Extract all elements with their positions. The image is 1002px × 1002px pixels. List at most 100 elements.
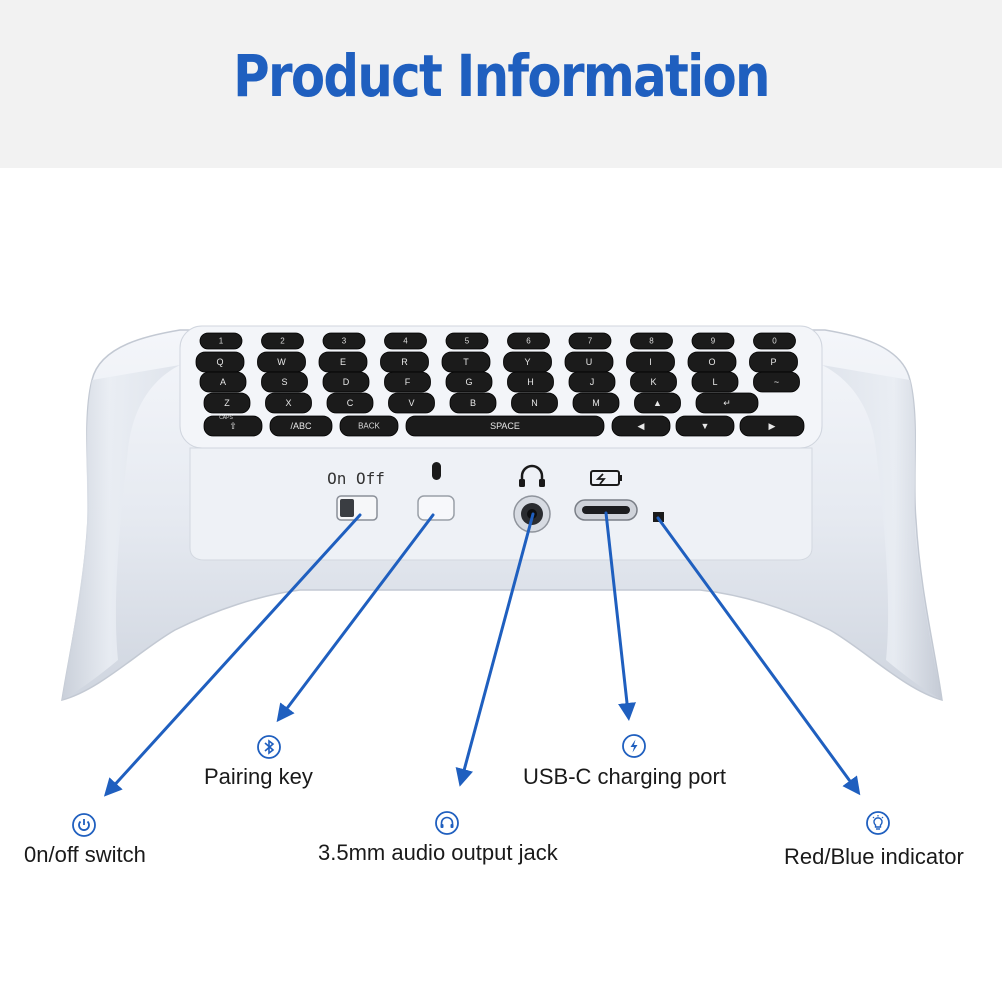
key-4[interactable]: 4: [384, 332, 427, 350]
key-label: A: [220, 377, 226, 387]
key-down[interactable]: ▼: [675, 415, 735, 437]
arrow-usbc: [604, 511, 636, 721]
key-label: Z: [224, 398, 230, 408]
key-label: 5: [465, 337, 470, 346]
arrow-audio: [455, 512, 535, 787]
key-label: U: [586, 357, 593, 367]
key-up[interactable]: ▲: [634, 392, 681, 414]
callout-arrows: [103, 511, 861, 797]
key-label: B: [470, 398, 476, 408]
key-t[interactable]: T: [441, 351, 491, 373]
key-g[interactable]: G: [445, 371, 493, 393]
key-5[interactable]: 5: [445, 332, 489, 350]
battery-symbol-icon: [590, 470, 622, 486]
callout-indicator-label: Red/Blue indicator: [784, 844, 964, 869]
key-c[interactable]: C: [326, 392, 374, 414]
pairing-symbol: [432, 462, 441, 480]
key-x[interactable]: X: [265, 392, 312, 414]
power-icon: [72, 813, 96, 837]
key-l[interactable]: L: [691, 371, 739, 393]
key-f[interactable]: F: [384, 371, 431, 393]
key-2[interactable]: 2: [261, 332, 304, 350]
key-p[interactable]: P: [749, 351, 798, 373]
key-y[interactable]: Y: [503, 351, 552, 373]
page-title: Product Information: [233, 42, 770, 110]
headphone-symbol-icon: [519, 464, 545, 487]
key-0[interactable]: 0: [753, 332, 796, 350]
key-e[interactable]: E: [318, 351, 368, 373]
key-label: 1: [219, 337, 224, 346]
key-m[interactable]: M: [572, 392, 620, 414]
lightbulb-icon: [866, 811, 890, 835]
key-label: P: [770, 357, 776, 367]
key-space[interactable]: SPACE: [405, 415, 605, 437]
key-i[interactable]: I: [626, 351, 675, 373]
key-label: 6: [526, 337, 531, 346]
key-6[interactable]: 6: [507, 332, 550, 350]
key-label: K: [650, 377, 656, 387]
key-label: O: [708, 357, 715, 367]
key-r[interactable]: R: [380, 351, 429, 373]
callout-pairing-label: Pairing key: [204, 764, 313, 789]
key-right[interactable]: ▶: [739, 415, 805, 437]
callout-onoff-label: 0n/off switch: [24, 842, 146, 867]
key-label: Q: [216, 357, 223, 367]
key-v[interactable]: V: [388, 392, 435, 414]
key-label: ◀: [638, 421, 645, 431]
key-label: L: [712, 377, 717, 387]
key-n[interactable]: N: [511, 392, 558, 414]
key-b[interactable]: B: [449, 392, 497, 414]
key-q[interactable]: Q: [195, 351, 245, 373]
key-label: R: [401, 357, 408, 367]
key-u[interactable]: U: [564, 351, 614, 373]
key-tilde[interactable]: ~: [753, 371, 800, 393]
key-left[interactable]: ◀: [611, 415, 671, 437]
key-label: X: [285, 398, 291, 408]
key-label: 7: [588, 337, 593, 346]
key-label: ⇧: [229, 421, 237, 431]
switch-label: On Off: [327, 469, 385, 488]
key-s[interactable]: S: [261, 371, 308, 393]
key-h[interactable]: H: [507, 371, 554, 393]
bluetooth-icon: [257, 735, 281, 759]
key-j[interactable]: J: [568, 371, 616, 393]
key-label: E: [340, 357, 346, 367]
callout-audio-label: 3.5mm audio output jack: [318, 840, 558, 865]
device-body: [61, 325, 943, 702]
key-3[interactable]: 3: [322, 332, 366, 350]
key-9[interactable]: 9: [691, 332, 735, 350]
key-enter[interactable]: ↵: [695, 392, 759, 414]
key-z[interactable]: Z: [203, 392, 251, 414]
key-w[interactable]: W: [257, 351, 306, 373]
arrow-indicator: [656, 516, 861, 796]
key-label: N: [531, 398, 538, 408]
key-label: C: [347, 398, 354, 408]
key-1[interactable]: 1: [199, 332, 243, 350]
key-label: BACK: [358, 422, 380, 431]
key-back[interactable]: BACK: [339, 415, 399, 437]
key-label: J: [590, 377, 595, 387]
key-d[interactable]: D: [322, 371, 370, 393]
key-label: 9: [711, 337, 716, 346]
power-switch-slider: [340, 499, 354, 517]
key-label: T: [463, 357, 469, 367]
key-o[interactable]: O: [687, 351, 737, 373]
key-a[interactable]: A: [199, 371, 247, 393]
key-7[interactable]: 7: [568, 332, 612, 350]
key-shift[interactable]: ⇧: [203, 415, 263, 437]
pairing-button[interactable]: [417, 495, 455, 521]
key-label: 2: [280, 337, 285, 346]
header-band: [0, 0, 1002, 168]
caps-label: CAPS: [219, 415, 233, 421]
arrow-onoff: [103, 513, 362, 797]
lightning-icon: [622, 734, 646, 758]
key-label: F: [405, 377, 411, 387]
key-label: S: [281, 377, 287, 387]
key-label: D: [343, 377, 350, 387]
key-label: V: [408, 398, 414, 408]
key-label: I: [649, 357, 652, 367]
key-k[interactable]: K: [630, 371, 677, 393]
key-abc[interactable]: /ABC: [269, 415, 333, 437]
key-8[interactable]: 8: [630, 332, 673, 350]
